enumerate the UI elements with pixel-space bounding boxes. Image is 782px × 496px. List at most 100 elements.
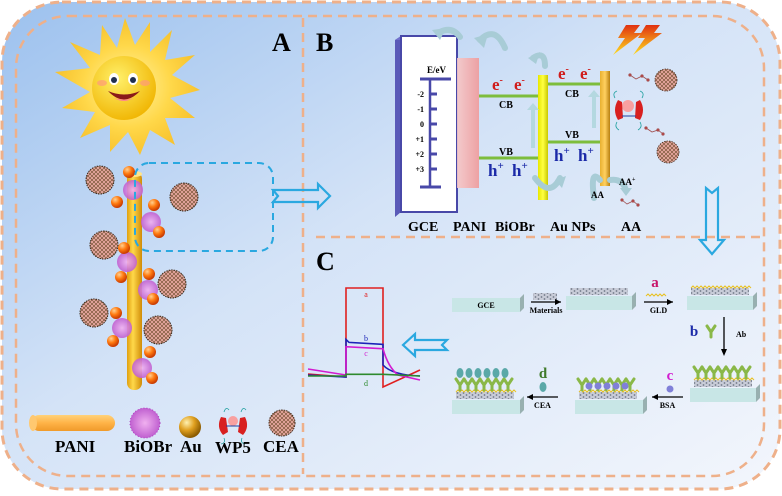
gld-linker — [455, 389, 517, 393]
axis-tick-label: +3 — [415, 165, 424, 174]
axis-tick-label: +2 — [415, 150, 424, 159]
right-arrow-icon — [270, 181, 332, 211]
antibody — [700, 365, 712, 380]
gold-particle — [148, 199, 160, 211]
electrode-with-gld — [687, 285, 757, 310]
aa-plus-label: AA+ — [619, 177, 636, 187]
gold-particle — [146, 372, 158, 384]
bsa-molecule — [594, 382, 602, 390]
antibody — [740, 365, 752, 380]
bsa-molecule — [585, 382, 593, 390]
aa-label-small: AA — [591, 190, 604, 200]
inner-dashed-frame — [14, 14, 766, 478]
svg-text:h+: h+ — [488, 160, 504, 180]
cea-molecule — [456, 368, 464, 378]
excitation-arrows — [527, 90, 600, 148]
electrode-base — [575, 400, 643, 414]
gold-particle — [115, 271, 127, 283]
component-label-biobr: BiOBr — [495, 220, 535, 235]
gold-particle — [118, 242, 130, 254]
antibody — [705, 324, 717, 339]
antibody — [708, 365, 720, 380]
material-layer — [533, 293, 557, 300]
cea-particle — [143, 315, 173, 345]
process-label: Materials — [530, 306, 563, 315]
sun-icon — [55, 18, 200, 155]
axis-tick-label: 0 — [420, 120, 424, 129]
electrons: e- e- e- e- — [492, 64, 591, 94]
cea-molecule — [483, 368, 491, 378]
svg-text:e-: e- — [558, 64, 569, 83]
antibody — [576, 377, 588, 392]
legend-cea-icon — [268, 409, 296, 437]
electrode-with-antibody — [690, 365, 760, 402]
antibody — [502, 377, 514, 392]
antibody — [470, 377, 482, 392]
electrode-with-bsa — [575, 377, 647, 414]
cea-molecule — [492, 368, 500, 378]
series-label-b: b — [364, 334, 368, 343]
biobr-band-bar — [538, 75, 548, 200]
electrode-base — [452, 298, 520, 312]
au-np-band-bar — [600, 71, 610, 186]
background-panel — [2, 2, 780, 489]
axis-tick-label: -1 — [417, 105, 424, 114]
arrow-head — [667, 299, 673, 305]
gld-linker — [693, 377, 755, 381]
legend-pani-icon — [29, 415, 115, 431]
holes: h+ h+ h+ h+ — [488, 145, 594, 180]
antibody — [692, 365, 704, 380]
svg-text:e-: e- — [514, 75, 525, 94]
bare-gce-electrode: GCE — [452, 294, 524, 312]
lightning-icon — [613, 25, 662, 55]
svg-text:h+: h+ — [512, 160, 528, 180]
cea-particle — [79, 298, 109, 328]
bsa-molecule — [612, 382, 620, 390]
component-label-aa: AA — [621, 220, 642, 235]
arrow-head — [652, 394, 658, 400]
cea-particle — [89, 230, 119, 260]
electrode-with-materials — [566, 288, 636, 310]
series-label-c: c — [364, 349, 368, 358]
electrode-side — [520, 294, 524, 312]
biobr-particle — [123, 180, 143, 200]
arrow-heads — [432, 28, 632, 196]
gold-particle — [153, 226, 165, 238]
antibody — [486, 377, 498, 392]
cea-particle — [85, 165, 115, 195]
axis-tick-label: -2 — [417, 90, 424, 99]
biobr-particle — [132, 358, 152, 378]
gold-particle — [143, 268, 155, 280]
gold-particle — [144, 346, 156, 358]
bsa-molecule — [621, 382, 629, 390]
material-layer — [694, 380, 752, 387]
electrode-side — [643, 396, 647, 414]
material-layer — [456, 392, 514, 399]
antibody — [478, 377, 490, 392]
series-label-a: a — [364, 290, 368, 299]
gld-linker — [645, 293, 667, 297]
axis-tick-label: +1 — [415, 135, 424, 144]
panel-label-b: B — [316, 28, 333, 57]
cb-label-2: CB — [565, 89, 579, 100]
step-letter-d: d — [539, 366, 548, 382]
electrode-base — [690, 388, 756, 402]
biobr-particle — [112, 318, 132, 338]
electrode-side — [520, 396, 524, 414]
step-letter-c: c — [667, 368, 674, 384]
electrode-side — [756, 384, 760, 402]
left-arrow-icon — [401, 331, 450, 359]
arrow-head — [721, 349, 727, 356]
energy-axis: -2-10+1+2+3 E/eV — [415, 65, 451, 189]
panel-label-a: A — [272, 28, 291, 57]
cea-particle — [169, 182, 199, 212]
down-arrow-icon — [697, 185, 727, 256]
legend: PANI BiOBr Au WP5 CEA — [29, 407, 300, 457]
zoom-callout-box — [134, 162, 274, 252]
antibody — [462, 377, 474, 392]
process-label: GLD — [650, 306, 668, 315]
arrow-head — [555, 299, 561, 305]
gold-particle — [111, 196, 123, 208]
